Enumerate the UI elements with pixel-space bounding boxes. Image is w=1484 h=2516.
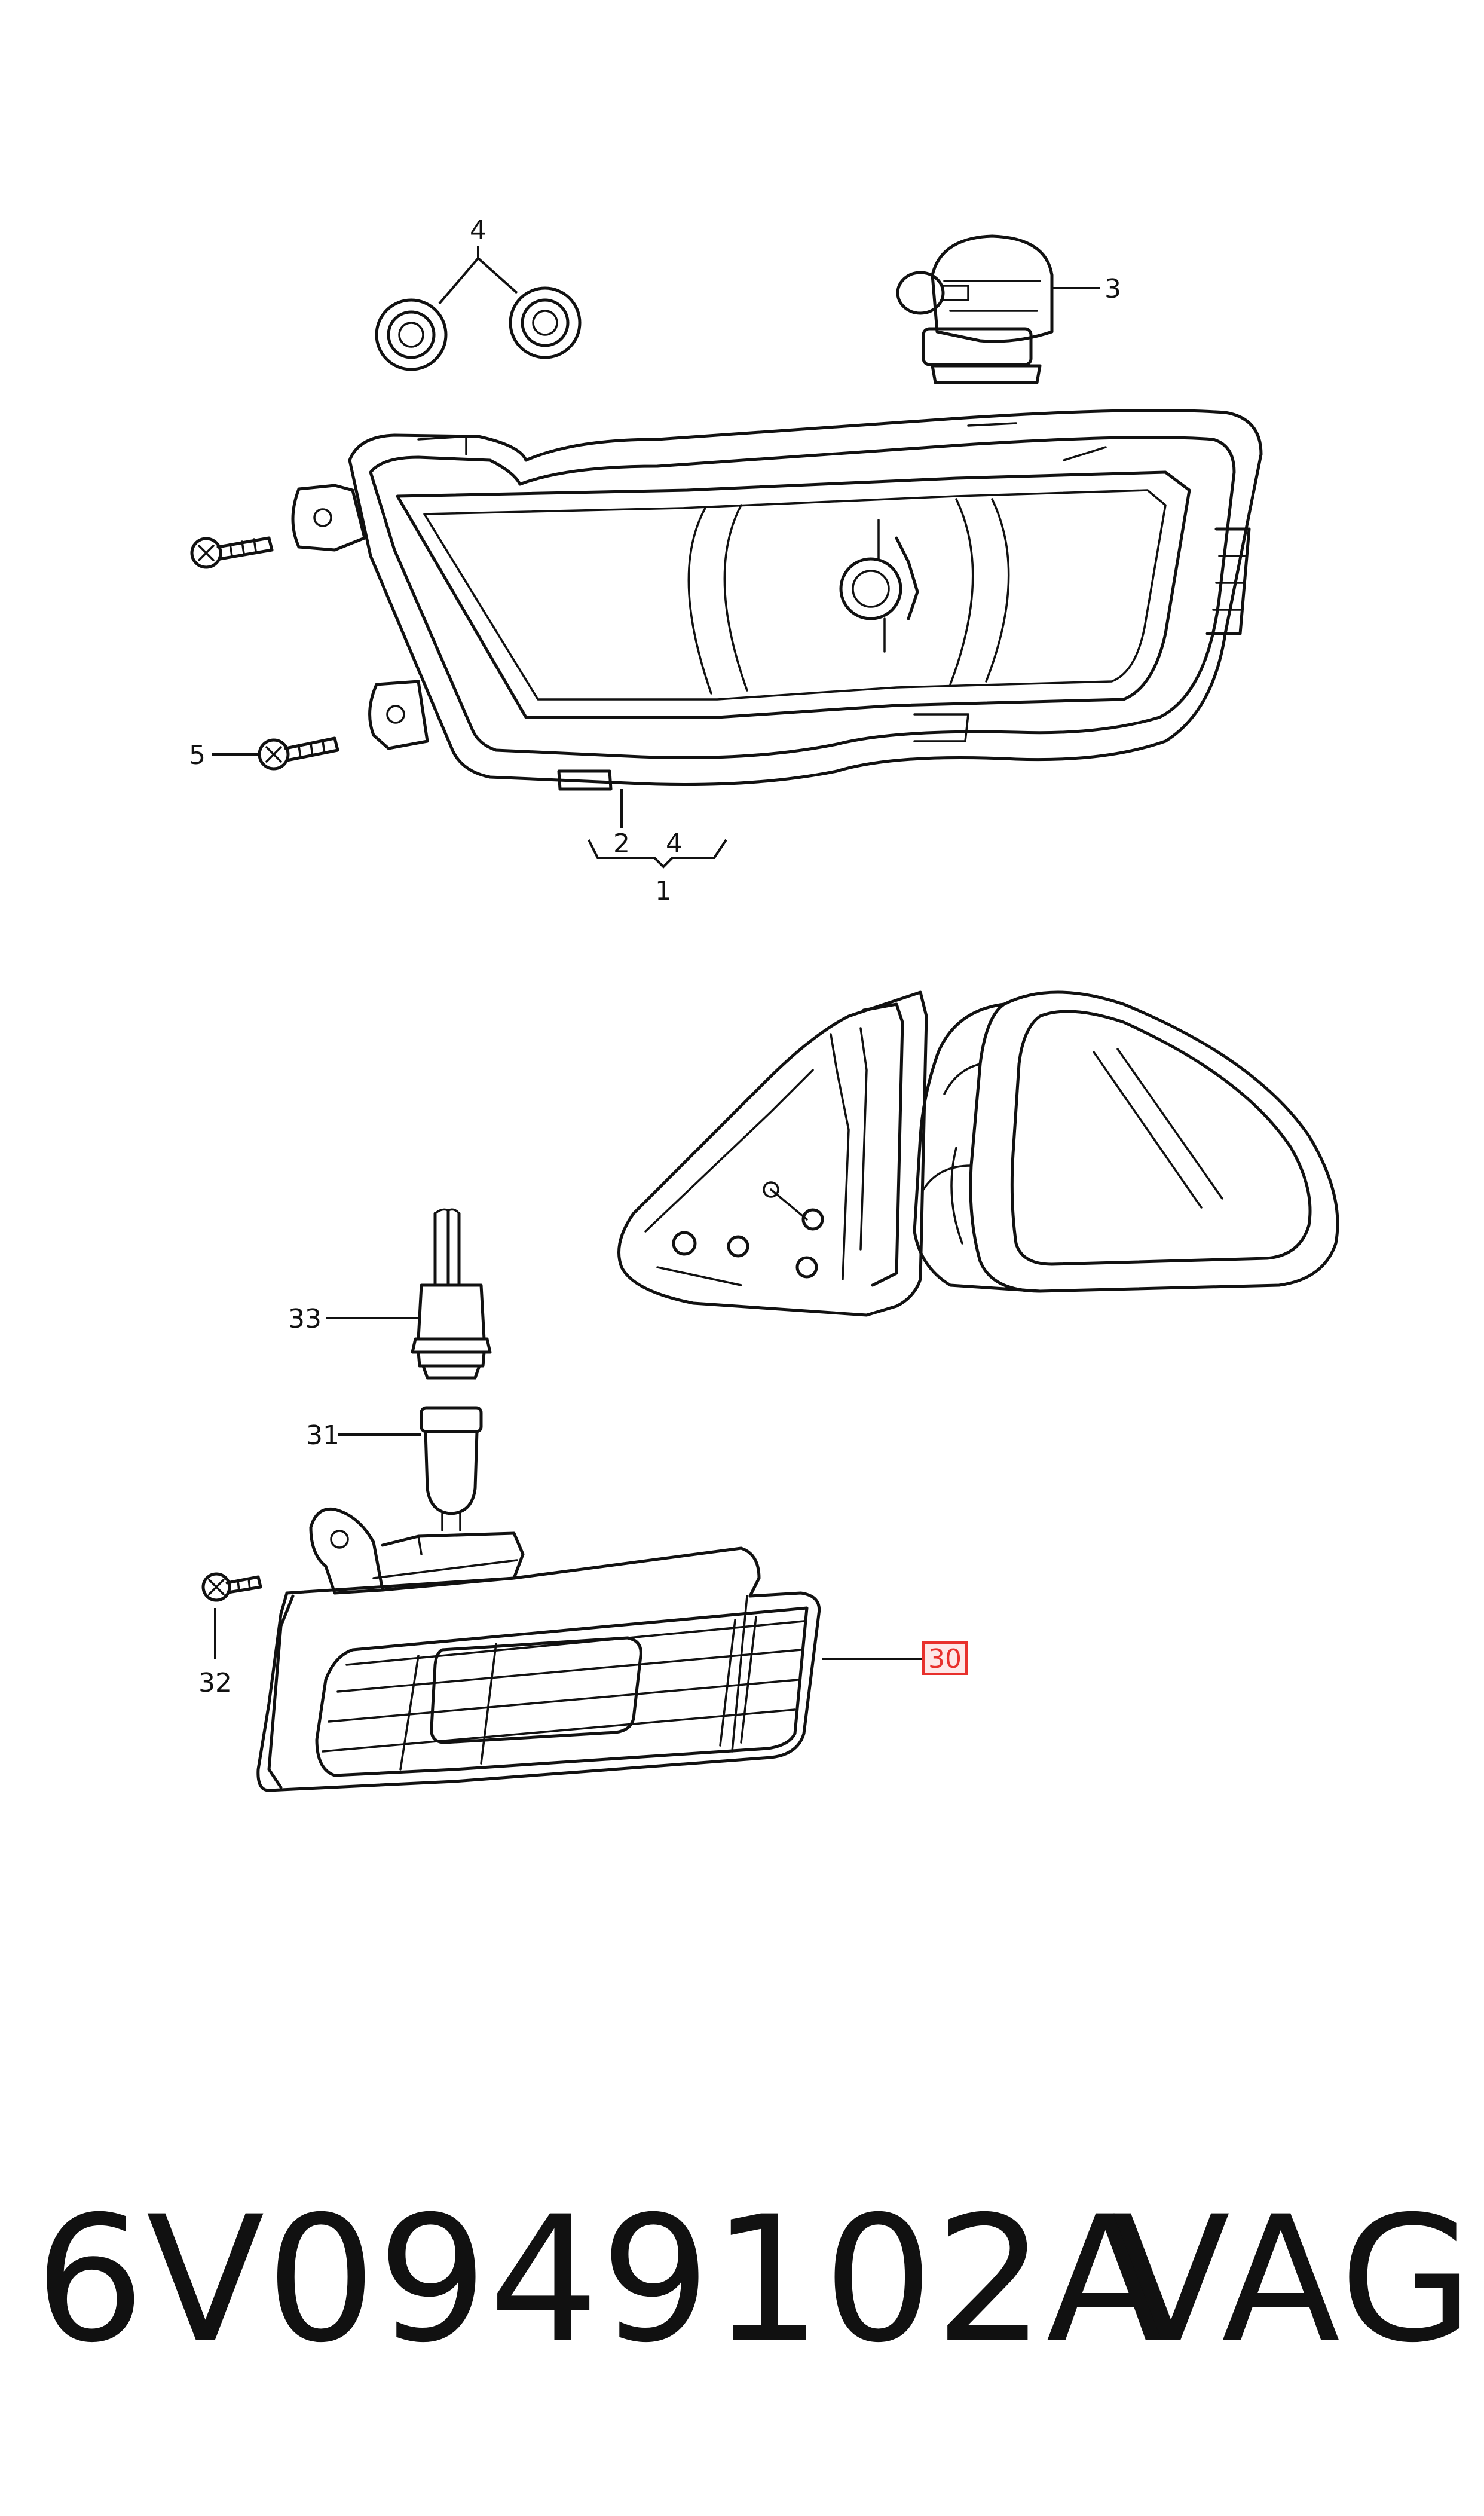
footer: 6V0949102A VAG [0,2182,1484,2379]
screw-upper-icon [190,536,274,569]
turn-signal-lamp-icon [256,1507,821,1792]
callout-32-screw: 32 [198,1668,232,1698]
callout-33-bulb-holder: 33 [288,1304,322,1334]
fog-lamp-housing-icon [291,409,1263,791]
callout-31-bulb: 31 [306,1420,339,1451]
turn-signal-group: 33 31 32 [198,1208,968,1792]
side-mirror-icon [617,990,1339,1317]
callout-30-highlight-box [922,1641,968,1675]
part-number: 6V0949102A [35,2179,1166,2381]
screw-lower-icon [258,736,339,771]
callout-4-seal: 4 [666,829,683,859]
callout-30-turn-signal: 30 [928,1644,962,1674]
brand-label: VAG [1112,2179,1476,2381]
callout-2-housing: 2 [613,829,630,859]
bulb-h8-icon [896,234,1054,384]
callout-1-assembly: 1 [655,876,672,906]
callout-4-seals: 4 [470,215,486,246]
callout-5-screw: 5 [189,740,206,771]
seal-left-icon [375,298,448,371]
wedge-bulb-icon [420,1406,483,1531]
bulb-holder-icon [411,1208,492,1380]
callout-3-bulb: 3 [1104,274,1121,304]
fog-lamp-group: 4 3 [189,215,1263,906]
seal-right-icon [509,286,582,359]
screw-32-icon [201,1572,262,1602]
